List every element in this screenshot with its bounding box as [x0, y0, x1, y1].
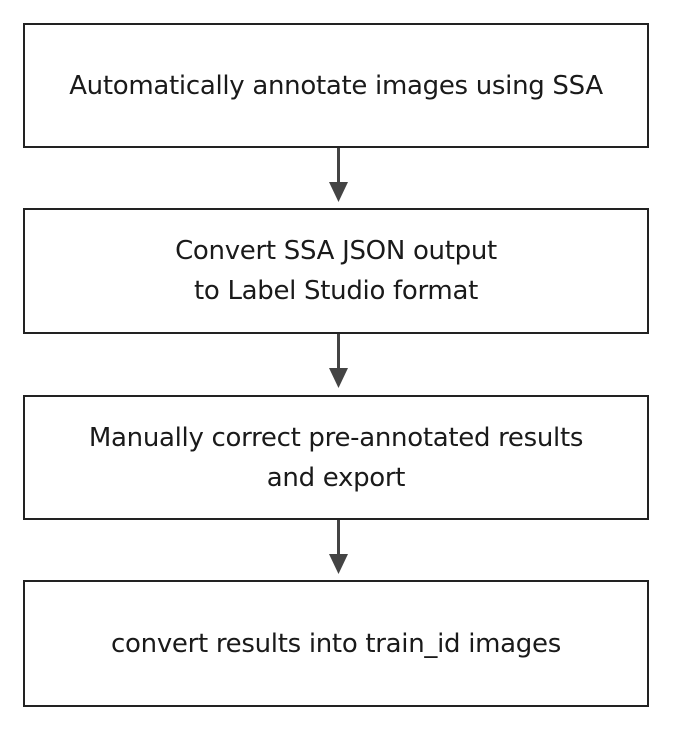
step-4-line-1: convert results into train_id images [111, 628, 561, 659]
arrow-1-connector [329, 148, 348, 202]
step-3-line-2: and export [266, 462, 406, 493]
step-4-label: convert results into train_id images [111, 624, 561, 664]
step-3-line-1: Manually correct pre-annotated results [88, 422, 584, 453]
step-3-box: Manually correct pre-annotated results a… [23, 395, 649, 520]
arrow-3-connector [329, 520, 348, 574]
arrow-2-head [329, 368, 348, 388]
step-1-line-1: Automatically annotate images using SSA [69, 70, 603, 101]
step-2-line-2: to Label Studio format [193, 276, 478, 306]
arrow-3-head [329, 554, 348, 574]
arrow-1-head [329, 182, 348, 202]
step-1-box: Automatically annotate images using SSA [23, 23, 649, 148]
step-2-line-1: Convert SSA JSON output [175, 236, 497, 266]
step-2-label: Convert SSA JSON output to Label Studio … [175, 231, 497, 311]
arrow-2-connector [329, 334, 348, 388]
step-2-box: Convert SSA JSON output to Label Studio … [23, 208, 649, 334]
step-1-label: Automatically annotate images using SSA [69, 66, 603, 106]
step-4-box: convert results into train_id images [23, 580, 649, 707]
step-3-label: Manually correct pre-annotated results a… [88, 418, 584, 498]
